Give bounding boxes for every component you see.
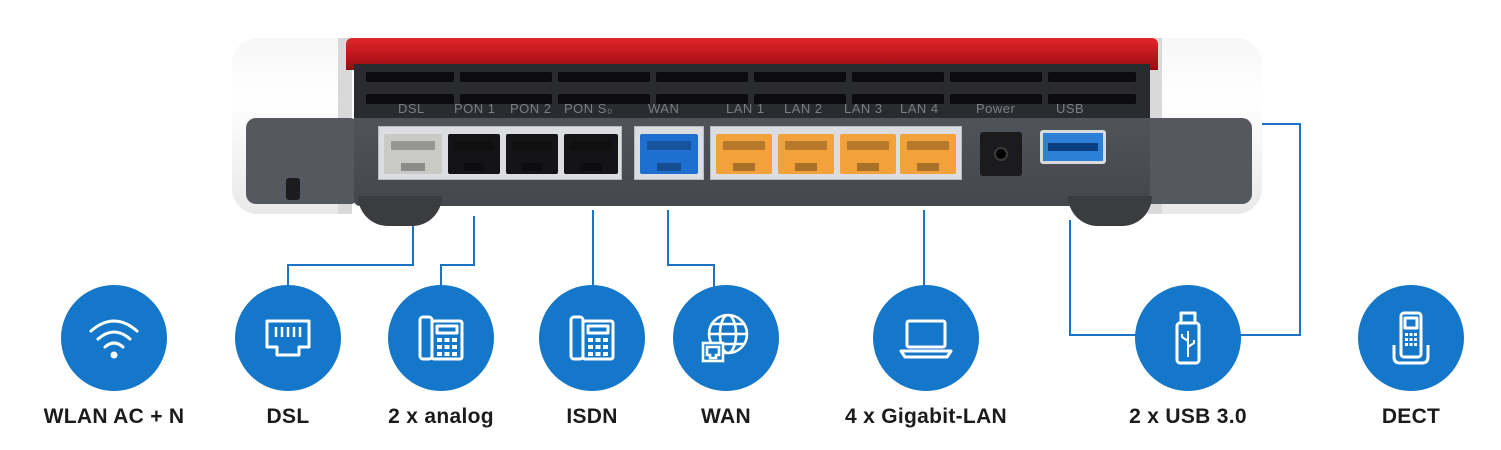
feature-dsl: DSL [208, 285, 368, 435]
lan2-port [778, 134, 834, 174]
feature-label-dect: DECT [1381, 405, 1441, 428]
dsl-circle [235, 285, 341, 391]
port-label-usb: USB [1056, 101, 1085, 116]
wan-port [640, 134, 698, 174]
lan4-port [900, 134, 956, 174]
wan-circle [673, 285, 779, 391]
port-label-lan1: LAN 1 [726, 101, 765, 116]
isdn-circle [539, 285, 645, 391]
usb-circle [1135, 285, 1241, 391]
pon2-port [506, 134, 558, 174]
feature-label-usb: 2 x USB 3.0 [1129, 405, 1247, 428]
connector-wan [667, 210, 715, 300]
router-right-side [1140, 118, 1252, 204]
pon1-port [448, 134, 500, 174]
router-foot-left [358, 196, 442, 226]
feature-label-lan: 4 x Gigabit-LAN [844, 405, 1007, 428]
feature-analog: 2 x analog [361, 285, 521, 435]
dect-circle [1358, 285, 1464, 391]
feature-label-isdn: ISDN [566, 405, 618, 428]
port-label-pon1: PON 1 [454, 101, 496, 116]
lan-circle [873, 285, 979, 391]
ethernet-port-icon [265, 319, 311, 357]
laptop-icon [899, 319, 953, 359]
usb-port [1040, 130, 1106, 164]
feature-dect: DECT [1331, 285, 1491, 435]
connector-analog [440, 216, 475, 300]
analog-circle [388, 285, 494, 391]
feature-label-wlan: WLAN AC + N [43, 405, 185, 428]
feature-label-dsl: DSL [266, 405, 310, 428]
vent-panel [354, 64, 1150, 120]
wlan-circle [61, 285, 167, 391]
wifi-icon [89, 319, 139, 359]
dsl-port [384, 134, 442, 174]
port-labels: DSL PON 1 PON 2 PON S₀ WAN LAN 1 LAN 2 L… [354, 101, 1150, 119]
feature-label-analog: 2 x analog [388, 405, 494, 428]
desk-phone-icon [418, 315, 464, 361]
cordless-phone-icon [1392, 311, 1430, 365]
port-label-pon-s0: PON S₀ [564, 101, 613, 116]
desk-phone-icon [569, 315, 615, 361]
connector-usb [1069, 220, 1152, 336]
feature-wan: WAN [646, 285, 806, 435]
lan1-port [716, 134, 772, 174]
port-label-lan2: LAN 2 [784, 101, 823, 116]
feature-label-wan: WAN [701, 405, 751, 428]
power-jack [980, 132, 1022, 176]
feature-isdn: ISDN [512, 285, 672, 435]
lan3-port [840, 134, 896, 174]
port-label-wan: WAN [648, 101, 680, 116]
feature-lan: 4 x Gigabit-LAN [845, 285, 1007, 435]
port-label-lan4: LAN 4 [900, 101, 939, 116]
pon-s0-port [564, 134, 618, 174]
port-label-power: Power [976, 101, 1016, 116]
usb-stick-icon [1175, 311, 1201, 365]
security-slot [286, 178, 300, 200]
router-foot-right [1068, 196, 1152, 226]
feature-usb: 2 x USB 3.0 [1108, 285, 1268, 435]
globe-network-icon [701, 313, 749, 363]
feature-wlan: WLAN AC + N [34, 285, 194, 435]
port-label-dsl: DSL [398, 101, 425, 116]
connector-usb-rear [1240, 123, 1301, 336]
router-left-side [246, 118, 360, 204]
port-label-lan3: LAN 3 [844, 101, 883, 116]
port-label-pon2: PON 2 [510, 101, 552, 116]
